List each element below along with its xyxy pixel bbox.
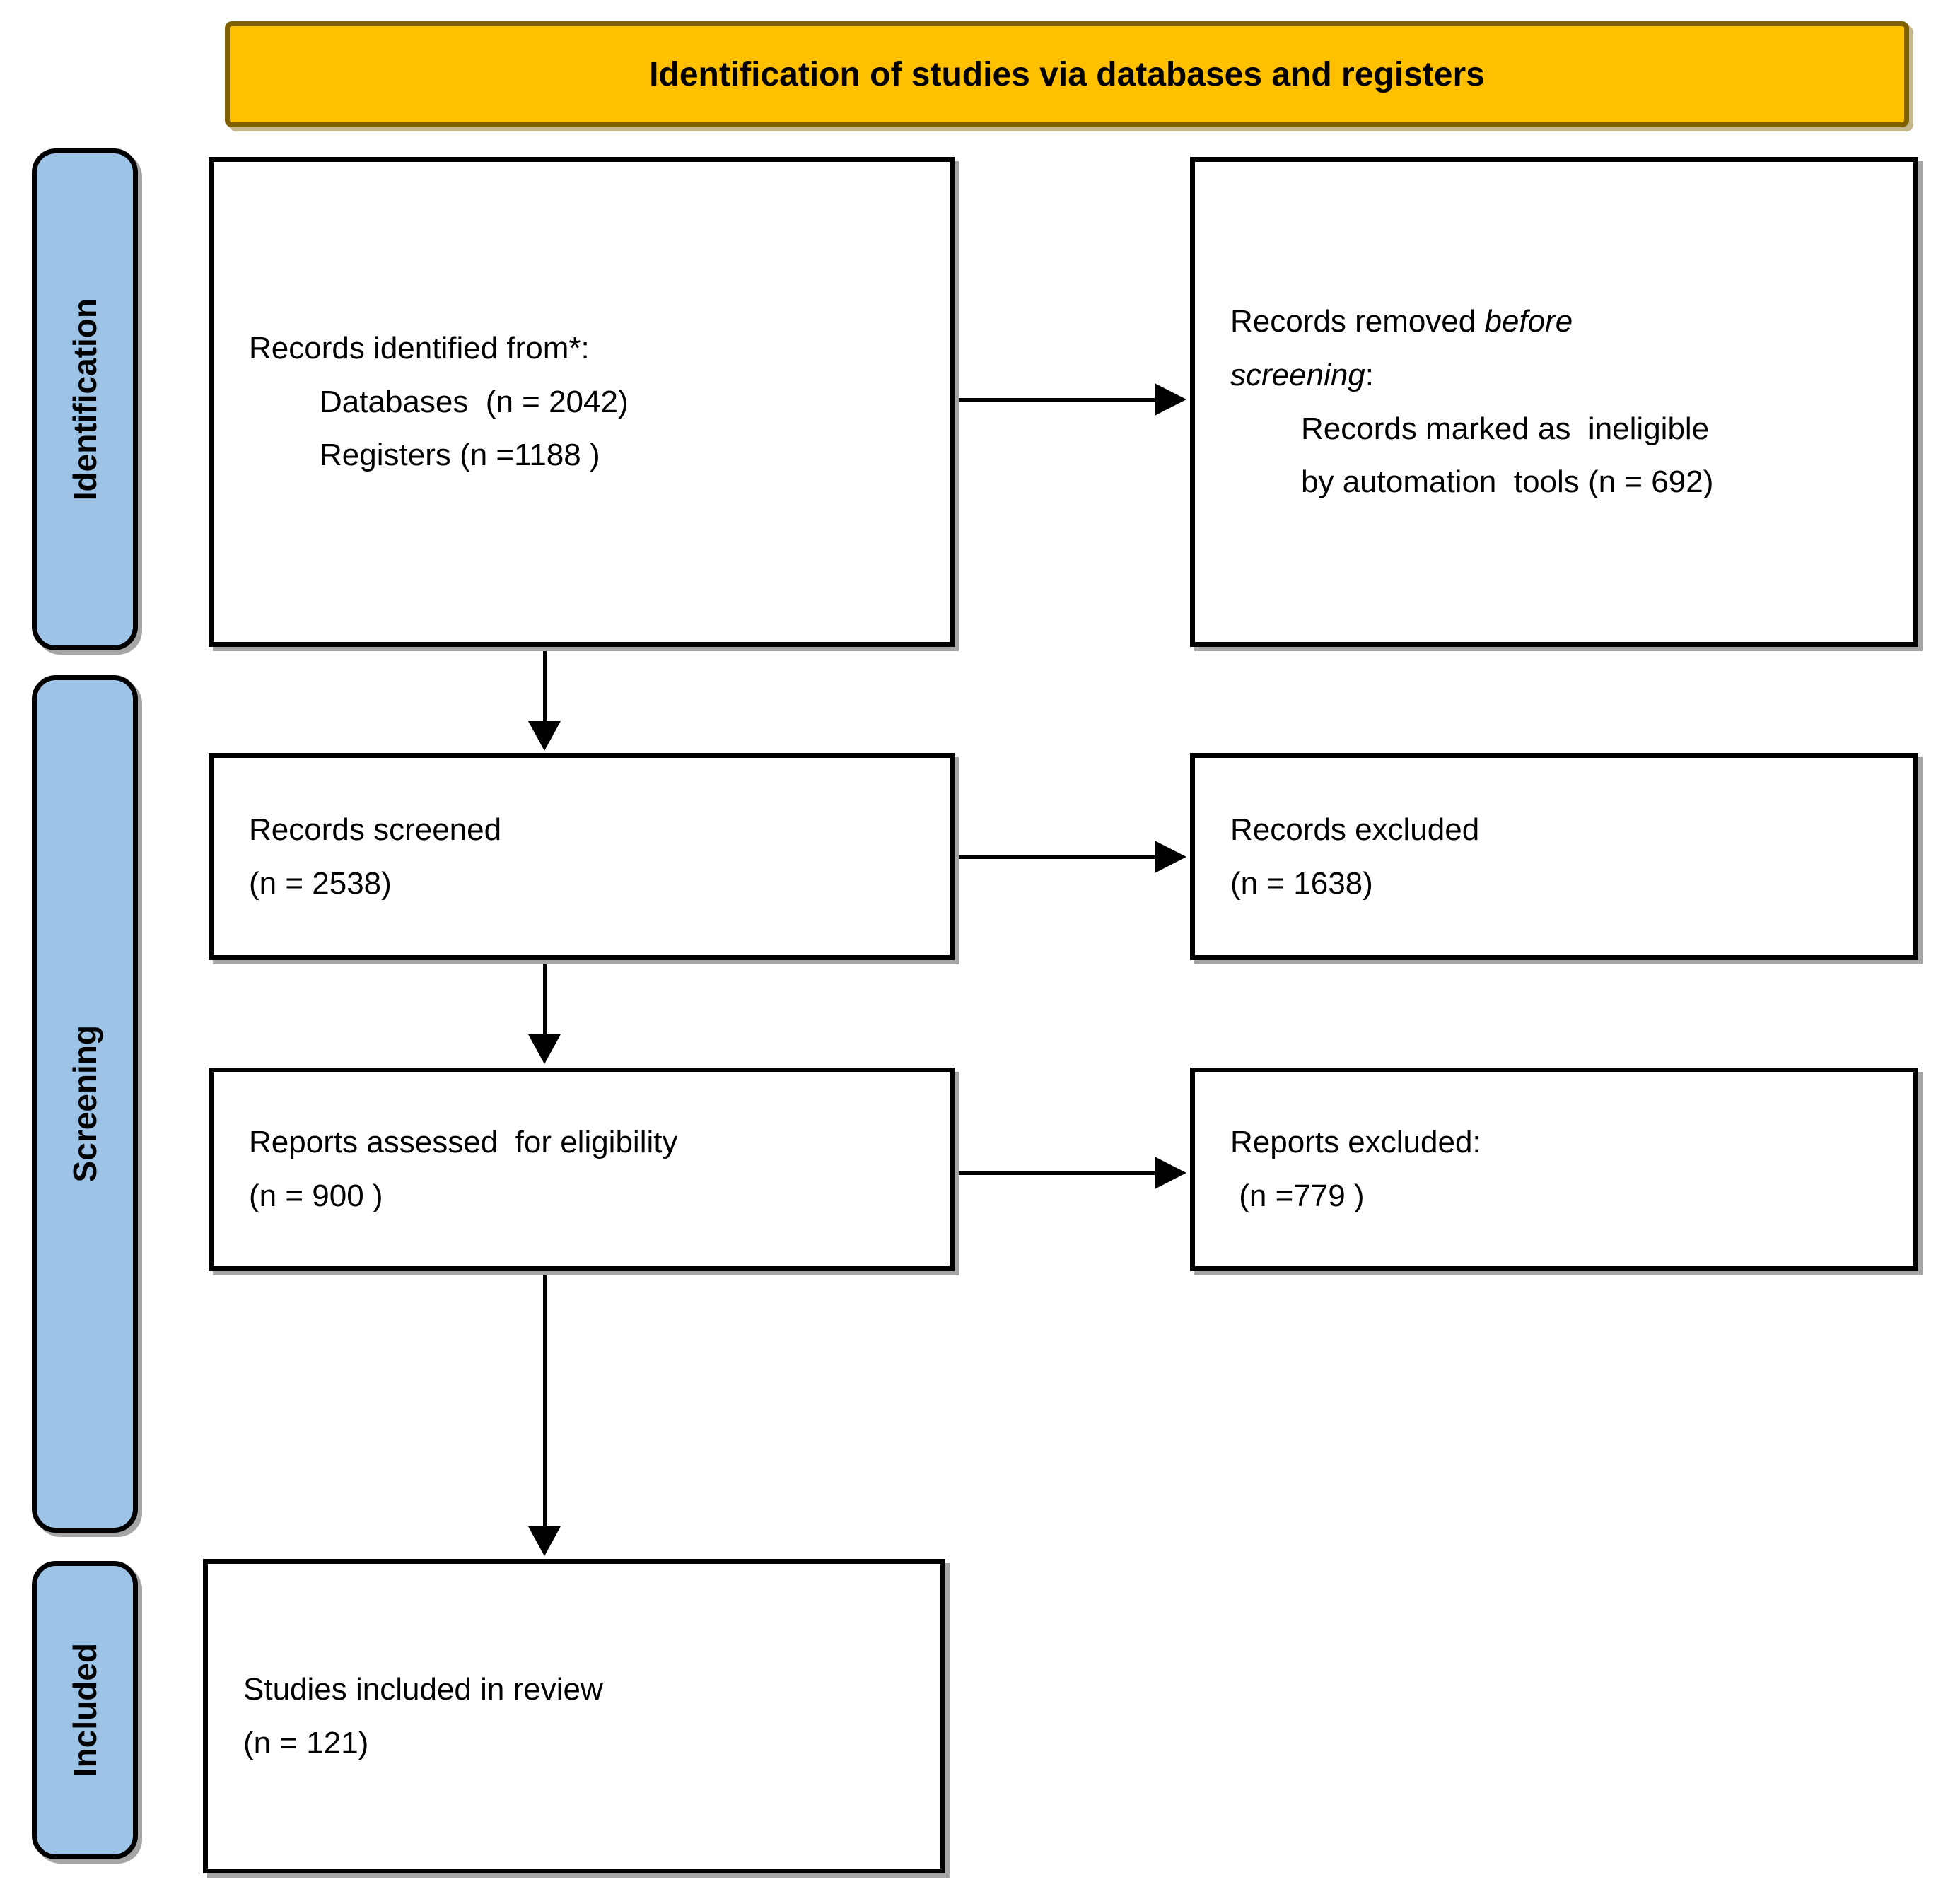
reports-excluded-label: Reports excluded: xyxy=(1230,1125,1481,1160)
reports-assessed-label: Reports assessed for eligibility xyxy=(249,1125,678,1160)
stage-identification-label: Identification xyxy=(66,298,103,501)
records-removed-line1: Records removed before xyxy=(1230,304,1573,339)
records-excluded-label: Records excluded xyxy=(1230,812,1480,847)
box-records-removed: Records removed before screening: Record… xyxy=(1190,157,1918,647)
records-identified-databases: Databases (n = 2042) xyxy=(320,384,629,419)
records-removed-detail-1: Records marked as ineligible xyxy=(1301,411,1710,446)
banner-title: Identification of studies via databases … xyxy=(649,55,1485,93)
studies-included-label: Studies included in review xyxy=(243,1671,603,1707)
records-identified-registers: Registers (n =1188 ) xyxy=(320,438,600,473)
banner: Identification of studies via databases … xyxy=(225,21,1909,127)
stage-included: Included xyxy=(32,1561,138,1859)
records-excluded-count: (n = 1638) xyxy=(1230,865,1373,901)
stage-included-label: Included xyxy=(66,1643,103,1777)
records-removed-detail-2: by automation tools (n = 692) xyxy=(1301,464,1714,500)
records-identified-title: Records identified from*: xyxy=(249,330,590,366)
box-reports-assessed: Reports assessed for eligibility (n = 90… xyxy=(209,1068,955,1271)
box-records-identified: Records identified from*: Databases (n =… xyxy=(209,157,955,647)
stage-identification: Identification xyxy=(32,148,138,650)
box-records-screened: Records screened (n = 2538) xyxy=(209,753,955,960)
box-reports-excluded: Reports excluded: (n =779 ) xyxy=(1190,1068,1918,1271)
box-studies-included: Studies included in review (n = 121) xyxy=(203,1559,945,1873)
records-screened-label: Records screened xyxy=(249,812,502,847)
stage-screening: Screening xyxy=(32,675,138,1533)
studies-included-count: (n = 121) xyxy=(243,1725,369,1760)
records-screened-count: (n = 2538) xyxy=(249,865,392,901)
stage-screening-label: Screening xyxy=(66,1025,103,1183)
box-records-excluded: Records excluded (n = 1638) xyxy=(1190,753,1918,960)
records-removed-line2: screening: xyxy=(1230,357,1375,392)
reports-excluded-count: (n =779 ) xyxy=(1230,1179,1365,1213)
reports-assessed-count: (n = 900 ) xyxy=(249,1179,383,1213)
